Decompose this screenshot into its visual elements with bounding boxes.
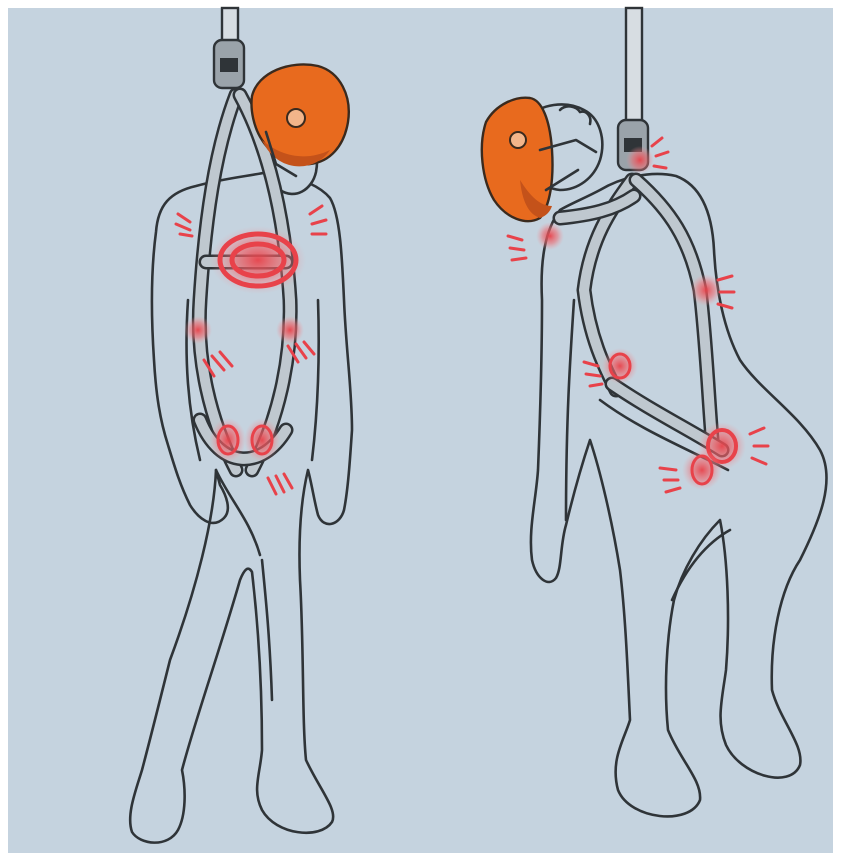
pain-marker-chest (210, 226, 306, 294)
rope-right (626, 8, 642, 128)
carabiner-gate-left (220, 58, 238, 72)
pain-marker-left-groin (210, 418, 246, 462)
pain-marker-right-groin (244, 418, 280, 462)
